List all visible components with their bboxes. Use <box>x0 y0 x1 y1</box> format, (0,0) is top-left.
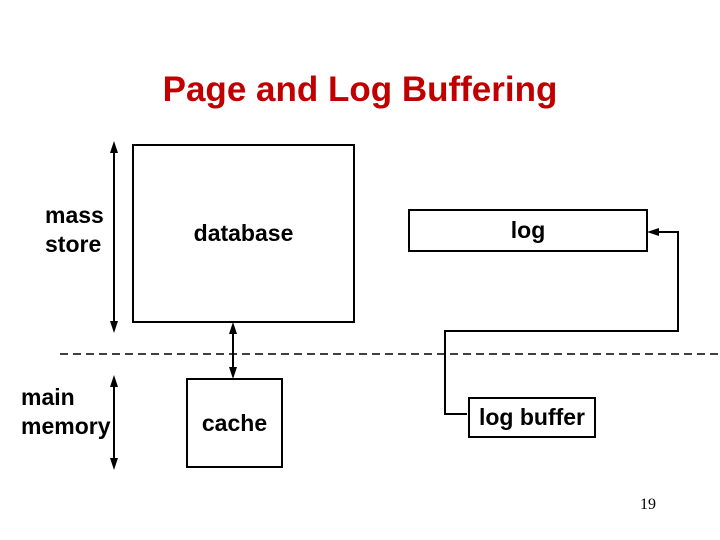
cache-box-label: cache <box>201 409 268 436</box>
main-memory-label: main memory <box>21 384 111 439</box>
main-memory-extent-arrow <box>110 375 118 470</box>
database-cache-arrow <box>229 322 237 379</box>
page-number: 19 <box>640 496 656 513</box>
database-box-label: database <box>193 220 294 246</box>
slide-title: Page and Log Buffering <box>162 70 558 109</box>
log-buffer-box: log buffer <box>468 397 596 438</box>
log-box: log <box>408 209 648 252</box>
cache-box: cache <box>186 378 283 468</box>
mass-store-extent-arrow <box>110 141 118 333</box>
mass-store-label: mass store <box>45 202 104 257</box>
log-box-label: log <box>510 217 546 243</box>
log-buffer-box-label: log buffer <box>478 404 586 430</box>
database-box: database <box>132 144 355 323</box>
log-buffer-to-log-connector <box>444 228 679 415</box>
